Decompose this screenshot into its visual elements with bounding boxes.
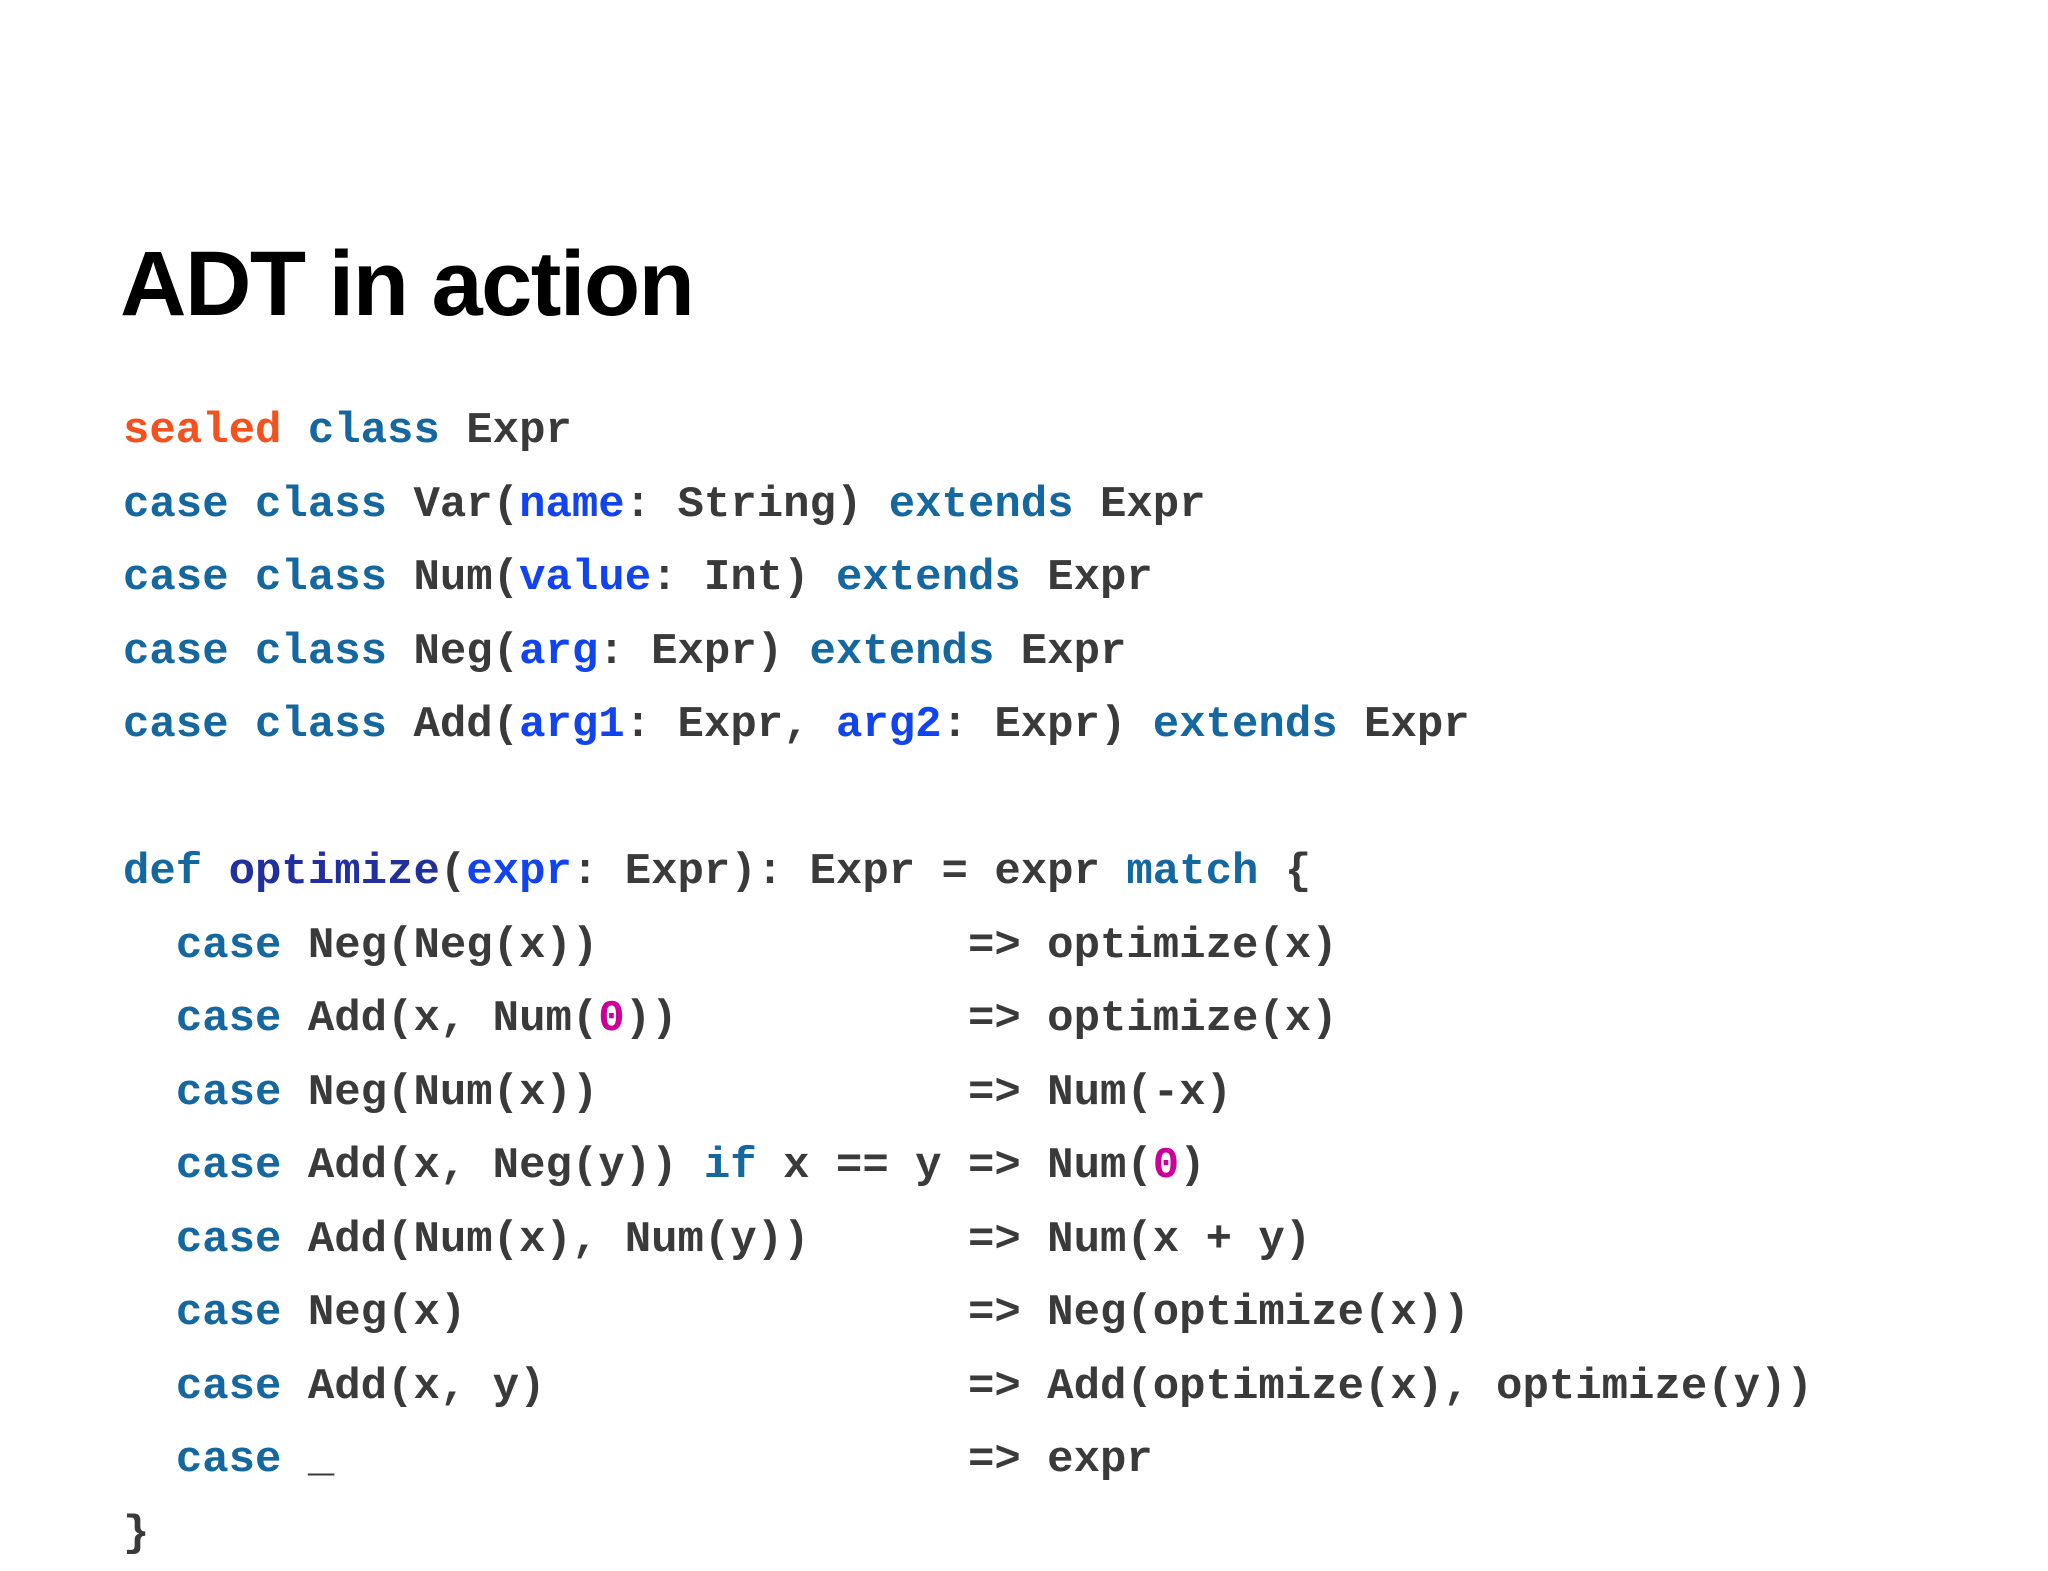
code-token-kw: case class [123, 480, 387, 530]
code-token-plain: Add(x, Neg(y)) [281, 1141, 703, 1191]
code-token-plain: : Expr, [625, 700, 836, 750]
code-token-plain: Add(x, Num( [281, 994, 598, 1044]
code-token-param: arg2 [836, 700, 942, 750]
code-token-param: arg1 [519, 700, 625, 750]
line-case-class-var: case class Var(name: String) extends Exp… [123, 469, 1813, 543]
code-token-plain: Var( [387, 480, 519, 530]
code-token-plain: Expr [1021, 553, 1153, 603]
code-token-kw: class [308, 406, 440, 456]
code-token-kw: case [176, 994, 282, 1044]
code-token-kw: def [123, 847, 202, 897]
code-token-plain: Add(Num(x), Num(y)) => Num(x + y) [281, 1215, 1311, 1265]
code-token-kw: extends [889, 480, 1074, 530]
code-token-param: name [519, 480, 625, 530]
code-token-kw: if [704, 1141, 757, 1191]
line-case-neg-num-x: case Neg(Num(x)) => Num(-x) [123, 1057, 1813, 1131]
line-sealed-class-expr: sealed class Expr [123, 395, 1813, 469]
code-token-plain [123, 1288, 176, 1338]
line-case-class-add: case class Add(arg1: Expr, arg2: Expr) e… [123, 689, 1813, 763]
code-token-kw: case [176, 1068, 282, 1118]
code-token-kw: case class [123, 627, 387, 677]
code-token-kw: case [176, 921, 282, 971]
line-case-add-x-num0: case Add(x, Num(0)) => optimize(x) [123, 983, 1813, 1057]
code-token-plain [123, 1215, 176, 1265]
code-token-plain: } [123, 1509, 149, 1559]
code-token-plain [281, 406, 307, 456]
code-token-kw: case [176, 1435, 282, 1485]
line-case-neg-neg-x: case Neg(Neg(x)) => optimize(x) [123, 910, 1813, 984]
code-token-kw: case class [123, 700, 387, 750]
line-case-class-num: case class Num(value: Int) extends Expr [123, 542, 1813, 616]
line-def-optimize: def optimize(expr: Expr): Expr = expr ma… [123, 836, 1813, 910]
code-token-plain: Expr [440, 406, 572, 456]
code-token-kw: extends [1153, 700, 1338, 750]
code-token-plain: Add(x, y) => Add(optimize(x), optimize(y… [281, 1362, 1812, 1412]
line-case-neg-x: case Neg(x) => Neg(optimize(x)) [123, 1277, 1813, 1351]
code-token-plain: Num( [387, 553, 519, 603]
line-case-add-x-y: case Add(x, y) => Add(optimize(x), optim… [123, 1351, 1813, 1425]
code-token-param: expr [466, 847, 572, 897]
code-token-plain: Expr [1338, 700, 1470, 750]
code-token-param: value [519, 553, 651, 603]
code-token-kw: case [176, 1141, 282, 1191]
code-token-plain: : Expr): Expr = expr [572, 847, 1127, 897]
code-token-plain: { [1258, 847, 1311, 897]
line-blank-1 [123, 763, 1813, 837]
code-token-kw: case [176, 1362, 282, 1412]
line-case-add-x-neg-y-if: case Add(x, Neg(y)) if x == y => Num(0) [123, 1130, 1813, 1204]
code-token-kw: extends [836, 553, 1021, 603]
code-token-kw: case [176, 1288, 282, 1338]
code-token-plain: ) [1179, 1141, 1205, 1191]
code-token-plain: Expr [994, 627, 1126, 677]
code-token-plain: Neg(x) => Neg(optimize(x)) [281, 1288, 1469, 1338]
code-token-num: 0 [598, 994, 624, 1044]
code-token-mod: sealed [123, 406, 281, 456]
code-token-plain: Neg(Neg(x)) => optimize(x) [281, 921, 1337, 971]
code-token-kw: extends [810, 627, 995, 677]
code-token-plain: x == y => Num( [757, 1141, 1153, 1191]
code-token-plain [123, 1141, 176, 1191]
code-token-plain: : String) [625, 480, 889, 530]
code-token-plain: Add( [387, 700, 519, 750]
code-token-param: arg [519, 627, 598, 677]
code-token-plain [123, 1362, 176, 1412]
page-title: ADT in action [120, 234, 693, 334]
code-token-plain: )) => optimize(x) [625, 994, 1338, 1044]
code-token-kw: match [1126, 847, 1258, 897]
code-token-plain [123, 1068, 176, 1118]
code-token-plain: Neg( [387, 627, 519, 677]
code-token-plain: ( [440, 847, 466, 897]
code-token-plain: : Expr) [598, 627, 809, 677]
code-token-kw: case class [123, 553, 387, 603]
line-case-wildcard: case _ => expr [123, 1424, 1813, 1498]
line-case-class-neg: case class Neg(arg: Expr) extends Expr [123, 616, 1813, 690]
code-token-plain: _ => expr [281, 1435, 1152, 1485]
code-token-plain: : Int) [651, 553, 836, 603]
code-token-plain [123, 921, 176, 971]
line-case-add-num-num: case Add(Num(x), Num(y)) => Num(x + y) [123, 1204, 1813, 1278]
code-token-fname: optimize [229, 847, 440, 897]
code-token-plain: Expr [1074, 480, 1206, 530]
line-close-brace: } [123, 1498, 1813, 1571]
code-token-kw: case [176, 1215, 282, 1265]
code-token-plain [123, 994, 176, 1044]
code-token-plain: Neg(Num(x)) => Num(-x) [281, 1068, 1232, 1118]
code-token-plain: : Expr) [942, 700, 1153, 750]
code-token-num: 0 [1153, 1141, 1179, 1191]
code-token-plain [123, 1435, 176, 1485]
code-token-plain [202, 847, 228, 897]
